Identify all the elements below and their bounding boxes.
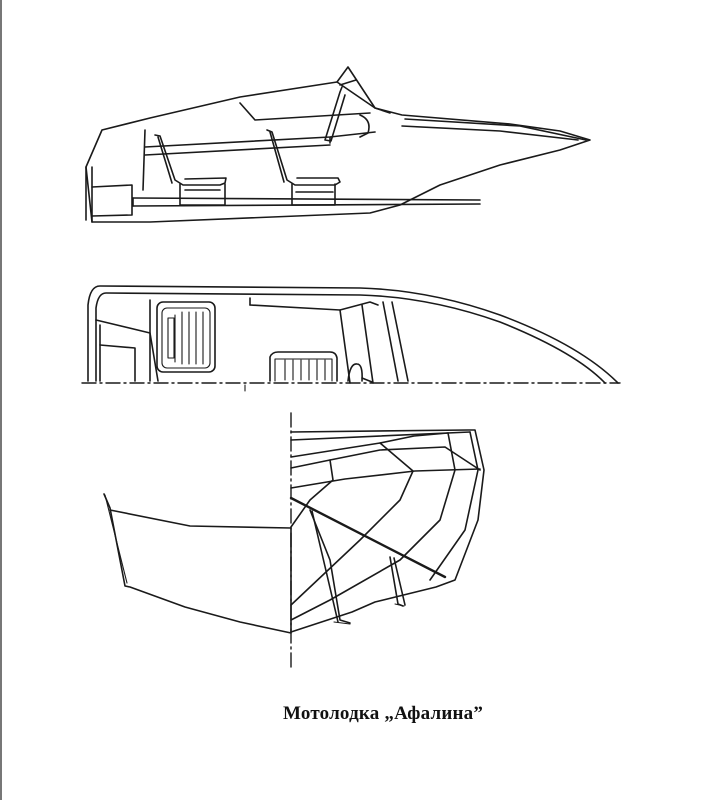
top-view-figure: [81, 285, 621, 392]
body-plan-figure: [103, 412, 485, 669]
side-view-figure: [85, 66, 591, 223]
figure-caption: Мотолодка „Афалина”: [283, 703, 484, 724]
page-left-border: [0, 0, 2, 800]
